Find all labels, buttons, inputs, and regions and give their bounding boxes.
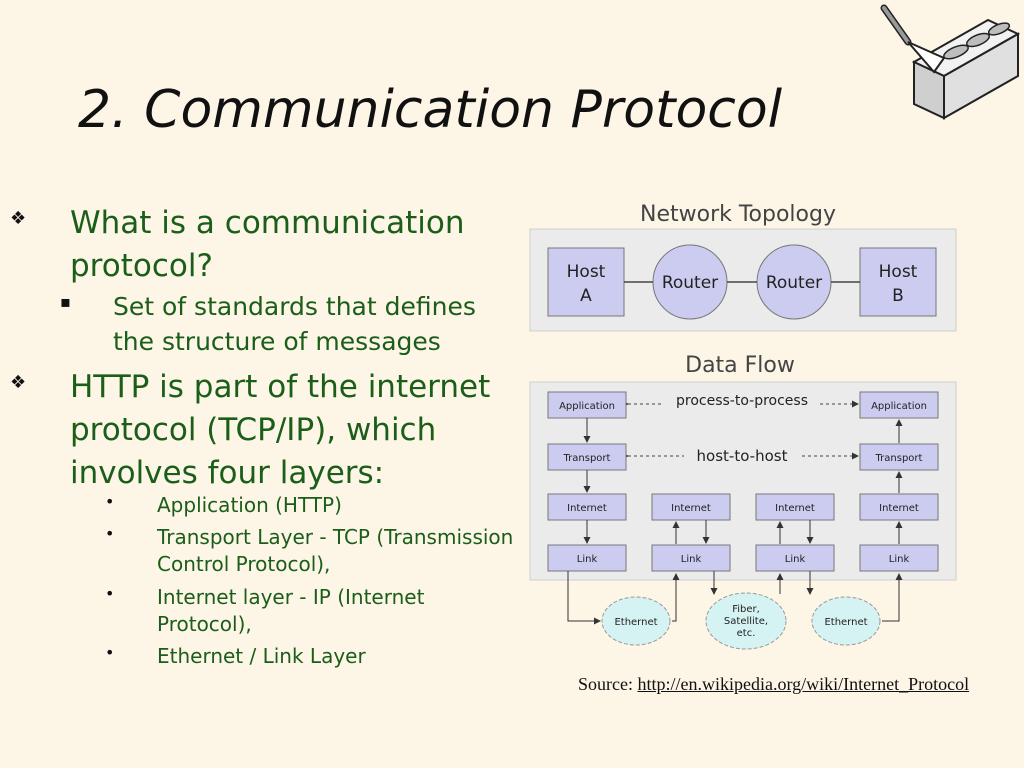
bullet-definition: Set of standards that defines the struct… bbox=[113, 292, 476, 356]
cloud-label: etc. bbox=[737, 628, 756, 639]
router-label: Router bbox=[662, 273, 718, 293]
layer-label: Application bbox=[871, 401, 927, 412]
layer-label: Internet bbox=[671, 503, 711, 514]
host-a-label: Host bbox=[567, 262, 606, 282]
layer-label: Link bbox=[785, 554, 806, 565]
link-layer-box bbox=[755, 544, 835, 572]
layer-label: Internet bbox=[775, 503, 815, 514]
cloud-label: Fiber, bbox=[732, 604, 760, 615]
layer-label: Application bbox=[559, 401, 615, 412]
ethernet-cloud: Ethernet bbox=[811, 596, 881, 646]
source-link[interactable]: http://en.wikipedia.org/wiki/Internet_Pr… bbox=[637, 674, 970, 694]
layer-label: Transport bbox=[563, 453, 611, 464]
layer-label: Internet bbox=[879, 503, 919, 514]
dataflow-title: Data Flow bbox=[685, 353, 795, 378]
host-a-label: A bbox=[580, 286, 592, 306]
network-diagram: Network Topology Host A Router Router Ho… bbox=[529, 202, 957, 650]
transport-layer-box bbox=[547, 443, 627, 471]
host-b-label: Host bbox=[879, 262, 918, 282]
flow-arrow bbox=[567, 571, 601, 625]
source-citation: Source: http://en.wikipedia.org/wiki/Int… bbox=[578, 674, 969, 695]
router-label: Router bbox=[766, 273, 822, 293]
brick-trowel-icon bbox=[880, 4, 1021, 120]
dot-bullet-icon: • bbox=[105, 524, 115, 543]
process-to-process-label: process-to-process bbox=[676, 393, 808, 409]
topology-title: Network Topology bbox=[640, 202, 836, 227]
host-to-host-label: host-to-host bbox=[697, 447, 788, 465]
layer-label: Transport bbox=[875, 453, 923, 464]
internet-layer-box bbox=[755, 493, 835, 521]
internet-layer-box bbox=[859, 493, 939, 521]
link-layer-box bbox=[859, 544, 939, 572]
cloud-label: Ethernet bbox=[614, 617, 657, 628]
host-a-box bbox=[547, 247, 625, 317]
layer-item: Transport Layer - TCP (Transmission Cont… bbox=[157, 525, 514, 576]
transport-layer-box bbox=[859, 443, 939, 471]
layer-label: Link bbox=[577, 554, 598, 565]
cloud-label: Satellite, bbox=[724, 616, 768, 627]
internet-layer-box bbox=[651, 493, 731, 521]
diamond-bullet-icon: ❖ bbox=[10, 208, 27, 229]
bullet-question-1: What is a communication protocol? bbox=[70, 205, 465, 284]
host-b-label: B bbox=[892, 286, 904, 306]
dot-bullet-icon: • bbox=[105, 584, 115, 603]
slide-title: 2. Communication Protocol bbox=[78, 80, 783, 140]
dot-bullet-icon: • bbox=[105, 492, 115, 511]
application-layer-box bbox=[859, 391, 939, 419]
layer-label: Link bbox=[681, 554, 702, 565]
source-label: Source: bbox=[578, 674, 633, 694]
cloud-label: Ethernet bbox=[824, 617, 867, 628]
link-layer-box bbox=[547, 544, 627, 572]
layer-item: Internet layer - IP (Internet Protocol), bbox=[157, 585, 425, 636]
dot-bullet-icon: • bbox=[105, 643, 115, 662]
layer-label: Link bbox=[889, 554, 910, 565]
application-layer-box bbox=[547, 391, 627, 419]
flow-arrow bbox=[882, 573, 903, 622]
ethernet-cloud: Ethernet bbox=[601, 596, 671, 646]
flow-arrow bbox=[672, 573, 680, 622]
link-layer-box bbox=[651, 544, 731, 572]
layer-item: Ethernet / Link Layer bbox=[157, 644, 366, 668]
host-b-box bbox=[859, 247, 937, 317]
square-bullet-icon: ▪ bbox=[60, 292, 71, 311]
layer-label: Internet bbox=[567, 503, 607, 514]
bullet-http-layers: HTTP is part of the internet protocol (T… bbox=[70, 369, 491, 491]
layer-item: Application (HTTP) bbox=[157, 493, 342, 517]
diamond-bullet-icon: ❖ bbox=[10, 372, 27, 393]
internet-layer-box bbox=[547, 493, 627, 521]
fiber-satellite-cloud: Fiber, Satellite, etc. bbox=[705, 592, 787, 650]
